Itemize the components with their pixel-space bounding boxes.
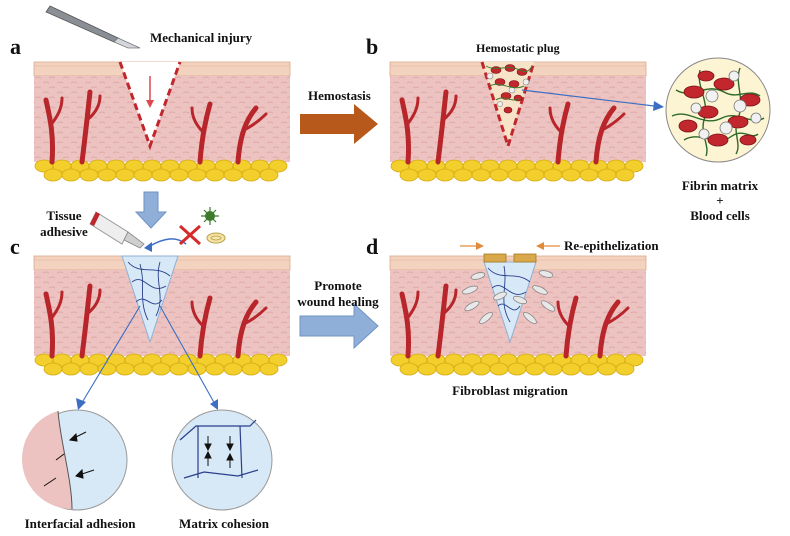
- zoom-pointers-c: [76, 305, 218, 410]
- red-cross-icon: [178, 224, 202, 246]
- label-hemostasis: Hemostasis: [308, 88, 371, 103]
- label-fibroblast-migration: Fibroblast migration: [452, 383, 568, 398]
- panel-label-c: c: [10, 234, 20, 259]
- label-adhesive: adhesive: [40, 224, 88, 239]
- label-tissue: Tissue: [46, 208, 81, 223]
- label-promote: Promote: [314, 278, 362, 293]
- panel-label-a: a: [10, 34, 21, 59]
- skin-section-c: [33, 255, 291, 376]
- label-mechanical-injury: Mechanical injury: [150, 30, 253, 45]
- down-arrow: [134, 191, 168, 229]
- hemostatic-plug: [485, 64, 533, 114]
- skin-section-b: [389, 61, 647, 182]
- label-matrix-cohesion: Matrix cohesion: [179, 516, 270, 531]
- label-wound-healing: wound healing: [297, 294, 379, 309]
- panel-label-b: b: [366, 34, 378, 59]
- skin-section-a: [33, 61, 291, 182]
- zoom-pointer-b: [521, 89, 664, 111]
- label-hemostatic-plug: Hemostatic plug: [476, 41, 560, 55]
- scalpel-icon: [45, 5, 141, 49]
- hemostasis-arrow: [300, 104, 378, 144]
- matrix-cohesion-zoom: [171, 409, 273, 511]
- label-blood-cells: Blood cells: [690, 208, 750, 223]
- bacteria-icon: [206, 232, 226, 244]
- flow-arrow-curved: [144, 238, 187, 252]
- skin-section-d: [389, 242, 647, 376]
- interfacial-adhesion-zoom: [22, 409, 128, 511]
- fibrin-matrix-zoom: [665, 57, 771, 163]
- label-fibrin-matrix: Fibrin matrix: [682, 178, 759, 193]
- promote-healing-arrow: [299, 302, 379, 350]
- panel-label-d: d: [366, 234, 378, 259]
- label-plus: +: [716, 193, 723, 208]
- label-interfacial-adhesion: Interfacial adhesion: [25, 516, 137, 531]
- label-re-epithelization: Re-epithelization: [564, 238, 659, 253]
- adhesive-tube-icon: [89, 211, 145, 249]
- virus-icon: [201, 207, 219, 225]
